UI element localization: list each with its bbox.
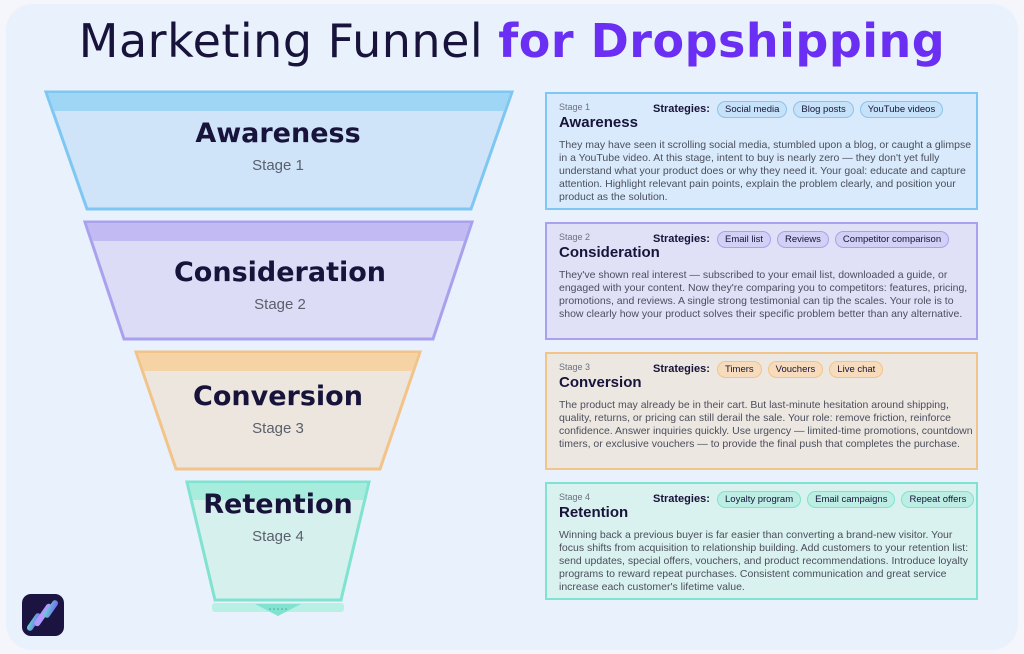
panel-stage-number: Stage 1 xyxy=(559,102,591,112)
strategy-chip: Vouchers xyxy=(767,361,824,378)
funnel-stage-3 xyxy=(133,350,423,471)
panel-description: They've shown real interest — subscribed… xyxy=(559,269,968,320)
panel-stage-name: Retention xyxy=(559,504,629,521)
strategy-chips: Timers Vouchers Live chat xyxy=(717,361,884,378)
stage-panel-retention: Stage 4 Retention Strategies: Loyalty pr… xyxy=(545,482,978,600)
brand-slash-logo-icon xyxy=(22,594,64,636)
strategy-chip: Email list xyxy=(717,231,772,248)
strategies-label: Strategies: xyxy=(653,103,710,115)
funnel-label-1: Awareness xyxy=(195,118,361,149)
panel-stage-number: Stage 3 xyxy=(559,362,591,372)
panel-stage-name: Awareness xyxy=(559,114,638,131)
strategy-chip: Social media xyxy=(717,101,788,118)
panel-stage-name: Consideration xyxy=(559,244,660,261)
panel-stage-number: Stage 2 xyxy=(559,232,591,242)
panel-stage-number: Stage 4 xyxy=(559,492,591,502)
panel-stage-name: Conversion xyxy=(559,374,642,391)
funnel-label-4: Retention xyxy=(203,489,353,520)
funnel-sub-1: Stage 1 xyxy=(252,157,304,174)
funnel-label-2: Consideration xyxy=(173,257,387,288)
funnel-sub-2: Stage 2 xyxy=(254,296,306,313)
strategy-chip: Competitor comparison xyxy=(834,231,950,248)
strategy-chips: Loyalty program Email campaigns Repeat o… xyxy=(717,491,975,508)
funnel-label-3: Conversion xyxy=(193,381,363,412)
strategies-label: Strategies: xyxy=(653,363,710,375)
funnel-stage-2 xyxy=(82,220,475,341)
funnel-sub-4: Stage 4 xyxy=(252,528,304,545)
strategy-chip: Repeat offers xyxy=(901,491,975,508)
panel-description: Winning back a previous buyer is far eas… xyxy=(559,529,969,593)
strategy-chip: Reviews xyxy=(777,231,829,248)
title-main: Marketing Funnel xyxy=(78,14,499,68)
panel-description: They may have seen it scrolling social m… xyxy=(559,139,972,203)
strategy-chip: Email campaigns xyxy=(807,491,896,508)
title-accent: for Dropshipping xyxy=(498,14,946,68)
panel-description: The product may already be in their cart… xyxy=(559,399,973,450)
funnel-sub-3: Stage 3 xyxy=(252,420,304,437)
funnel-bottom-tray xyxy=(212,603,344,616)
page-title: Marketing Funnel for Dropshipping xyxy=(0,14,1024,68)
stage-panel-awareness: Stage 1 Awareness Strategies: Social med… xyxy=(545,92,978,210)
stage-panel-conversion: Stage 3 Conversion Strategies: Timers Vo… xyxy=(545,352,978,470)
strategy-chip: YouTube videos xyxy=(859,101,944,118)
strategy-chips: Social media Blog posts YouTube videos xyxy=(717,101,944,118)
strategy-chip: Live chat xyxy=(829,361,884,378)
strategies-label: Strategies: xyxy=(653,493,710,505)
funnel-stage-4 xyxy=(185,480,371,602)
strategy-chip: Timers xyxy=(717,361,762,378)
strategy-chips: Email list Reviews Competitor comparison xyxy=(717,231,950,248)
stage-panel-consideration: Stage 2 Consideration Strategies: Email … xyxy=(545,222,978,340)
strategy-chip: Loyalty program xyxy=(717,491,802,508)
strategies-label: Strategies: xyxy=(653,233,710,245)
strategy-chip: Blog posts xyxy=(793,101,854,118)
funnel-stage-1 xyxy=(43,90,515,211)
